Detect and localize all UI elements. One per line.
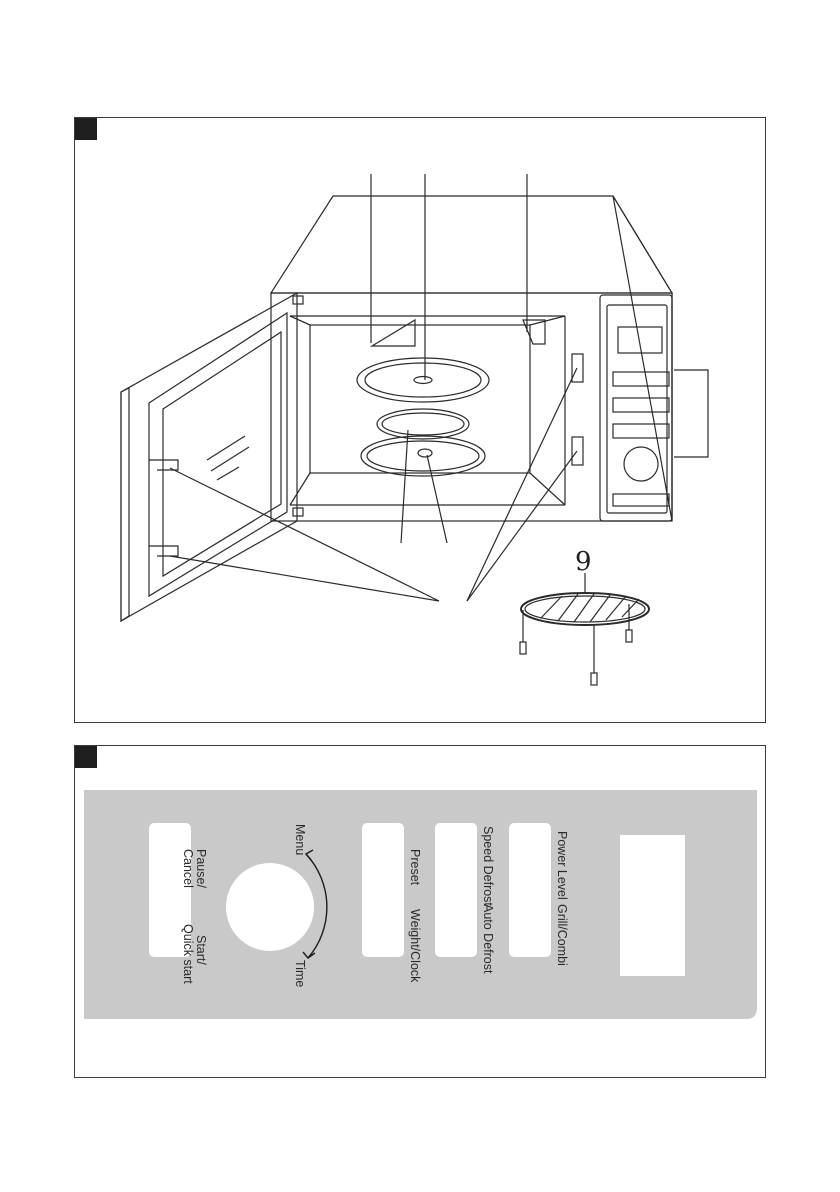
microwave-diagram: 9 [75, 118, 767, 724]
cabinet-side [613, 196, 672, 521]
grill-rack [520, 573, 649, 685]
door-window [163, 332, 281, 576]
control-button-3 [613, 424, 669, 438]
control-button-1 [613, 372, 669, 386]
display-window [618, 327, 662, 353]
rack-support-upper [572, 354, 583, 382]
coupler [418, 449, 432, 457]
cabinet-front [271, 293, 672, 521]
rack-support-lower [572, 437, 583, 465]
control-panel-diagram: Pause/ Cancel Start/ Quick start Menu Ti… [75, 746, 767, 1079]
control-button-2 [613, 398, 669, 412]
door-frame [149, 313, 287, 596]
leader-5 [427, 455, 447, 543]
glass-tray [357, 358, 489, 402]
label-start-line2: Quick start [181, 924, 195, 984]
control-column-inner [607, 305, 667, 513]
label-grill-combi: Grill/Combi [555, 904, 569, 966]
cabinet-top [271, 196, 672, 293]
leader-hook-lower [170, 556, 439, 601]
panel-bracket [674, 370, 708, 457]
control-knob [624, 447, 658, 481]
figure-a-frame: 9 [74, 117, 766, 723]
label-time: Time [293, 960, 307, 987]
rack-callout-label: 9 [575, 547, 592, 577]
label-preset: Preset [408, 849, 422, 886]
figure-b-frame: Pause/ Cancel Start/ Quick start Menu Ti… [74, 745, 766, 1078]
button-strip-defrost [435, 823, 477, 957]
display-window [620, 835, 685, 976]
control-column [600, 295, 672, 521]
turntable-floor [361, 436, 485, 476]
label-menu: Menu [293, 824, 307, 855]
label-pause-line2: Cancel [181, 849, 195, 888]
label-power-level: Power Level [555, 831, 569, 900]
button-strip-power-grill [509, 823, 551, 957]
leader-4 [401, 430, 408, 543]
label-speed-defrost: Speed Defrost [481, 826, 495, 906]
leader-support-upper [467, 368, 577, 601]
label-pause-line1: Pause/ [194, 849, 208, 888]
control-button-4 [613, 494, 669, 506]
label-auto-defrost: Auto Defrost [481, 904, 495, 974]
label-weight-clock: Weight/Clock [408, 909, 422, 983]
door-edge [121, 388, 129, 621]
waveguide-cover [372, 320, 415, 346]
menu-time-dial [226, 863, 314, 951]
leader-hook-upper [170, 468, 439, 601]
button-strip-preset-weight [362, 823, 404, 957]
label-start-line1: Start/ [194, 935, 208, 965]
